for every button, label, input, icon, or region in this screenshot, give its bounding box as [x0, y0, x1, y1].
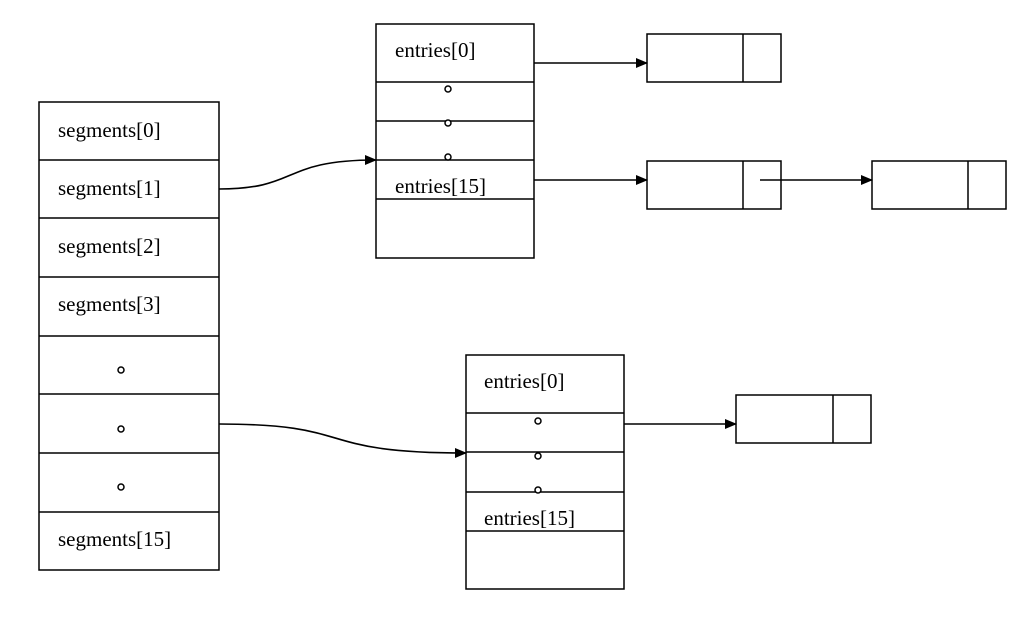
- hash-entry-node-frame: [735, 394, 872, 444]
- ellipsis-dot: [534, 417, 542, 425]
- ellipsis-dot: [534, 452, 542, 460]
- segment-to-entries-arrow: [218, 423, 467, 458]
- hash-entry-node: [735, 394, 872, 444]
- entries-top-label-15: entries[15]: [395, 174, 486, 198]
- hash-entry-node: [646, 33, 782, 83]
- entries-bottom-label-15: entries[15]: [484, 506, 575, 530]
- ellipsis-dot: [117, 483, 125, 491]
- hash-entry-node-frame: [646, 33, 782, 83]
- ellipsis-dot: [444, 119, 452, 127]
- entries-bottom-label-0: entries[0]: [484, 369, 564, 393]
- hash-entry-node-frame: [646, 160, 782, 210]
- entries-table-bottom-frame: [465, 354, 625, 590]
- entries-table-bottom: entries[0] entries[15]: [465, 354, 625, 590]
- hash-entry-node: [646, 160, 782, 210]
- segment-1-to-entries-arrow: [218, 155, 377, 190]
- ellipsis-dot: [117, 425, 125, 433]
- segment-label-15: segments[15]: [58, 527, 171, 551]
- entries-table-top: entries[0] entries[15]: [375, 23, 535, 259]
- segment-label-3: segments[3]: [58, 292, 161, 316]
- ellipsis-dot: [534, 486, 542, 494]
- hash-entry-node-frame: [871, 160, 1007, 210]
- segment-label-2: segments[2]: [58, 234, 161, 258]
- segments-array: segments[0] segments[1] segments[2] segm…: [38, 101, 220, 571]
- segment-label-0: segments[0]: [58, 118, 161, 142]
- entries-top-label-0: entries[0]: [395, 38, 475, 62]
- entries-table-top-frame: [375, 23, 535, 259]
- ellipsis-dot: [117, 366, 125, 374]
- segment-label-1: segments[1]: [58, 176, 161, 200]
- hash-entry-node: [871, 160, 1007, 210]
- ellipsis-dot: [444, 85, 452, 93]
- ellipsis-dot: [444, 153, 452, 161]
